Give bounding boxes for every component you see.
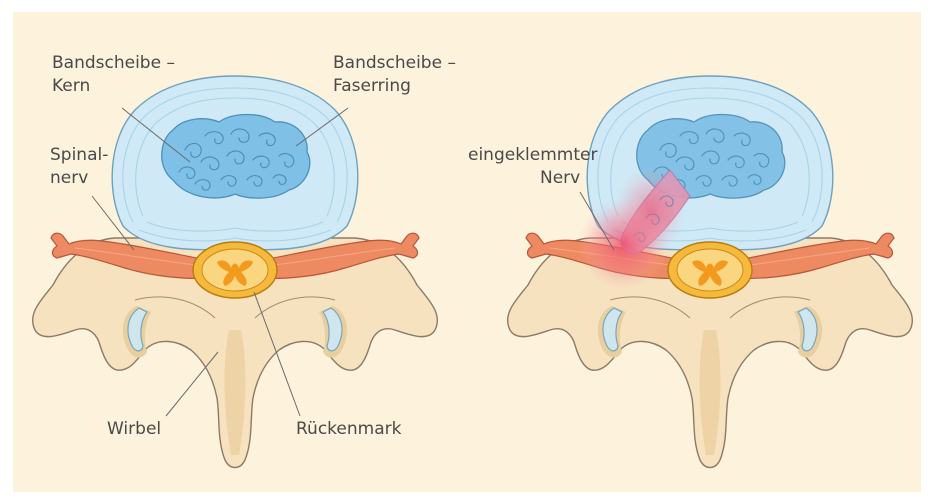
nucleus-label-line2: Kern: [52, 76, 90, 96]
annulus-label-line1: Bandscheibe –: [333, 53, 456, 73]
nucleus-label-line1: Bandscheibe –: [52, 53, 175, 73]
vertebra-label: Wirbel: [107, 419, 161, 439]
spinal-cord-label: Rückenmark: [296, 419, 402, 439]
spinal-nerve-label-line2: nerv: [50, 168, 88, 188]
healthy-vertebra: [33, 76, 438, 468]
pinched-nerve-label-line1: eingeklemmter: [468, 145, 597, 165]
annulus-label-line2: Faserring: [333, 76, 411, 96]
pinched-nerve-label-line2: Nerv: [540, 168, 580, 188]
spinal-nerve-label-line1: Spinal-: [50, 145, 108, 165]
vertebra-leader: [166, 352, 218, 416]
herniated-vertebra: [508, 76, 913, 468]
